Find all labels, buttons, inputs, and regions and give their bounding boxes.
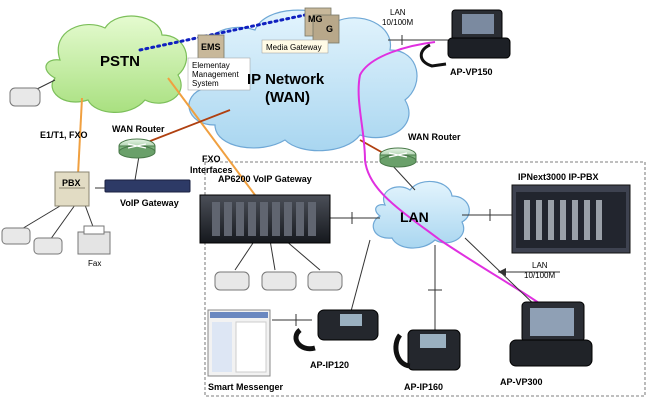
ems-desc-1: Elementay — [192, 61, 230, 70]
ap-ip120-phone — [293, 309, 379, 352]
ap-ip160-label: AP-IP160 — [404, 382, 443, 392]
lan-top-label-2: 10/100M — [382, 18, 413, 27]
e1-fxo-label: E1/T1, FXO — [40, 130, 88, 140]
wan-cloud-label-2: (WAN) — [265, 89, 310, 106]
lan-cloud-label: LAN — [400, 209, 429, 225]
mg-label-2: G — [326, 24, 333, 34]
ipnext-label: IPNext3000 IP-PBX — [518, 172, 599, 182]
ems-label-box — [187, 57, 251, 91]
ipnext3000-chassis — [511, 184, 631, 254]
ems-desc-2: Management — [192, 70, 239, 79]
wan-router-right-label: WAN Router — [408, 132, 461, 142]
wan-router-left — [118, 138, 156, 159]
fax-machine — [77, 225, 111, 255]
pbx-label: PBX — [62, 178, 81, 188]
smart-messenger-screen — [207, 309, 271, 377]
analog-phones — [214, 271, 343, 291]
ap-vp300-phone — [509, 301, 593, 367]
lan-area-boundary — [204, 161, 646, 397]
wan-cloud-label-1: IP Network — [247, 71, 325, 88]
wan-router-right — [379, 147, 417, 168]
wan-router-left-label: WAN Router — [112, 124, 165, 134]
voip-gateway-device — [104, 179, 191, 193]
ems-desc-3: System — [192, 79, 219, 88]
mg-label: MG — [308, 14, 323, 24]
ap6200-label: AP6200 VoIP Gateway — [218, 174, 312, 184]
lan-right-label-2: 10/100M — [524, 271, 555, 280]
voip-gateway-label: VoIP Gateway — [120, 198, 179, 208]
ap-vp300-label: AP-VP300 — [500, 377, 543, 387]
fxo-label-2: Interfaces — [190, 165, 233, 175]
media-gateway-label: Media Gateway — [266, 43, 322, 52]
smart-messenger-label: Smart Messenger — [208, 382, 284, 392]
lan-right-label-1: LAN — [532, 261, 548, 270]
lan-top-label-1: LAN — [390, 8, 406, 17]
ap6200-chassis — [199, 194, 331, 244]
connection-lines — [19, 13, 561, 330]
media-gateway-unit — [304, 7, 340, 44]
pbx-side-phones — [1, 227, 63, 255]
fxo-label-1: FXO — [202, 154, 221, 164]
fax-label: Fax — [88, 259, 101, 268]
ems-label: EMS — [201, 42, 221, 52]
media-gateway-label-box — [261, 39, 329, 54]
ap-vp150-label: AP-VP150 — [450, 67, 493, 77]
pstn-phone — [9, 87, 41, 107]
ems-unit — [197, 34, 225, 60]
ap-ip160-phone — [393, 329, 461, 371]
pbx-cabinet — [54, 171, 90, 207]
pstn-cloud-label: PSTN — [100, 53, 140, 70]
ap-ip120-label: AP-IP120 — [310, 360, 349, 370]
ap-vp150-phone — [419, 9, 511, 68]
